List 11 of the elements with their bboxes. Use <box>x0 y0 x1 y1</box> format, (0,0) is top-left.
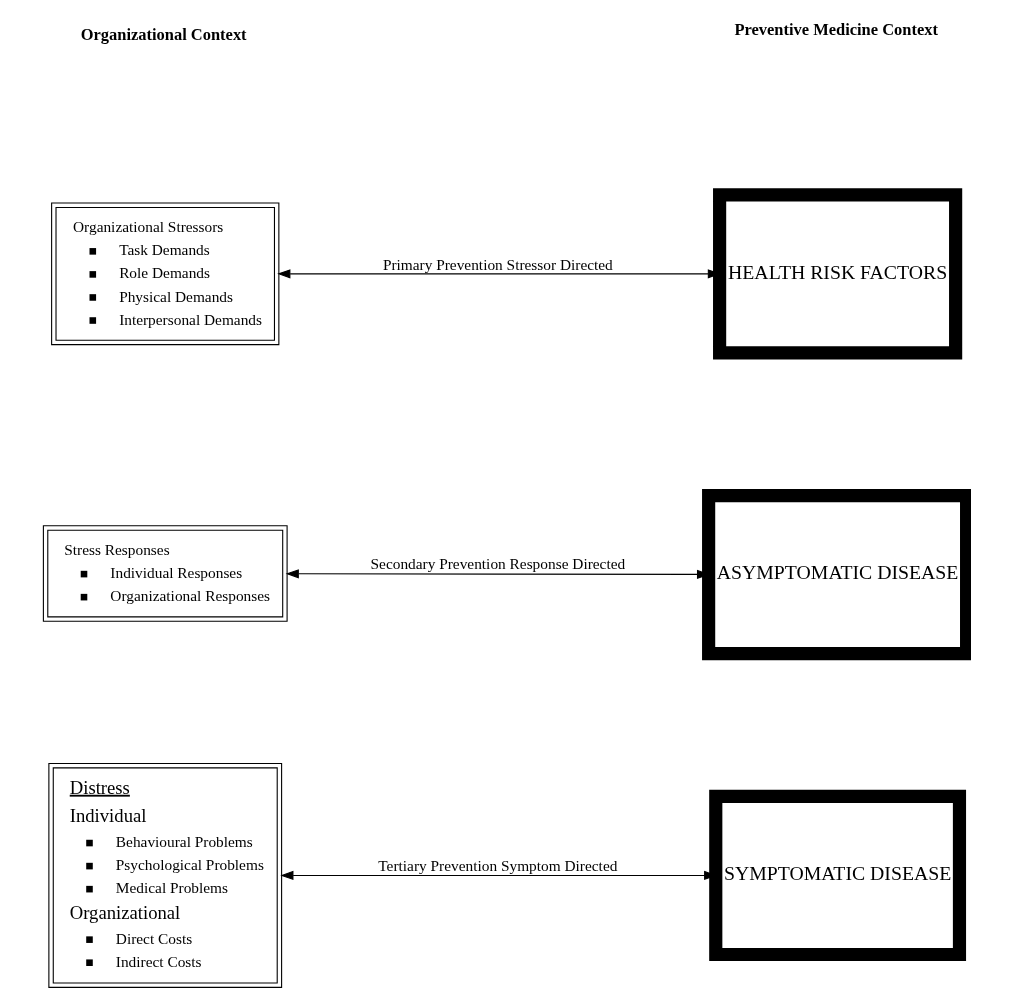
edge-label: Secondary Prevention Response Directed <box>370 555 626 573</box>
label: Preventive Medicine Context <box>734 20 938 40</box>
node-box: Distress Individual Behavioural Problems Psychological Problems Medical Problems Organizational Direct Costs Indirect Costs <box>48 762 283 988</box>
edge-label: Primary Prevention Stressor Directed <box>382 255 613 273</box>
node-box: ASYMPTOMATIC DISEASE <box>702 489 971 661</box>
node-box: HEALTH RISK FACTORS <box>713 188 963 360</box>
edge-label: Tertiary Prevention Symptom Directed <box>378 857 618 875</box>
node-box: Stress Responses Individual Responses Organizational Responses <box>42 525 288 622</box>
node-box: Organizational Stressors Task Demands Role Demands Physical Demands Interpersonal Demands <box>51 202 280 346</box>
node-box: SYMPTOMATIC DISEASE <box>709 789 967 962</box>
label: Organizational Context <box>80 24 247 44</box>
